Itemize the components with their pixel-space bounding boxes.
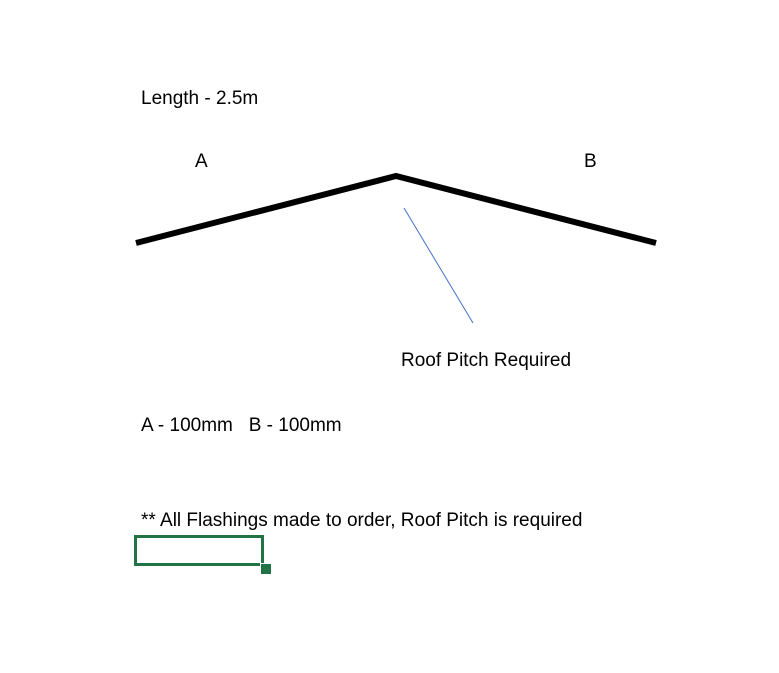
length-label: Length - 2.5m — [141, 88, 259, 109]
selected-cell[interactable] — [134, 535, 264, 566]
dimensions-label: A - 100mm B - 100mm — [141, 415, 342, 436]
ridge-flashing-shape — [135, 172, 657, 246]
fill-handle[interactable] — [260, 563, 272, 575]
order-note: ** All Flashings made to order, Roof Pit… — [141, 510, 583, 531]
side-a-label: A — [195, 151, 208, 172]
side-b-label: B — [584, 151, 597, 172]
roof-pitch-label: Roof Pitch Required — [401, 350, 572, 371]
pitch-pointer-line — [403, 207, 474, 324]
